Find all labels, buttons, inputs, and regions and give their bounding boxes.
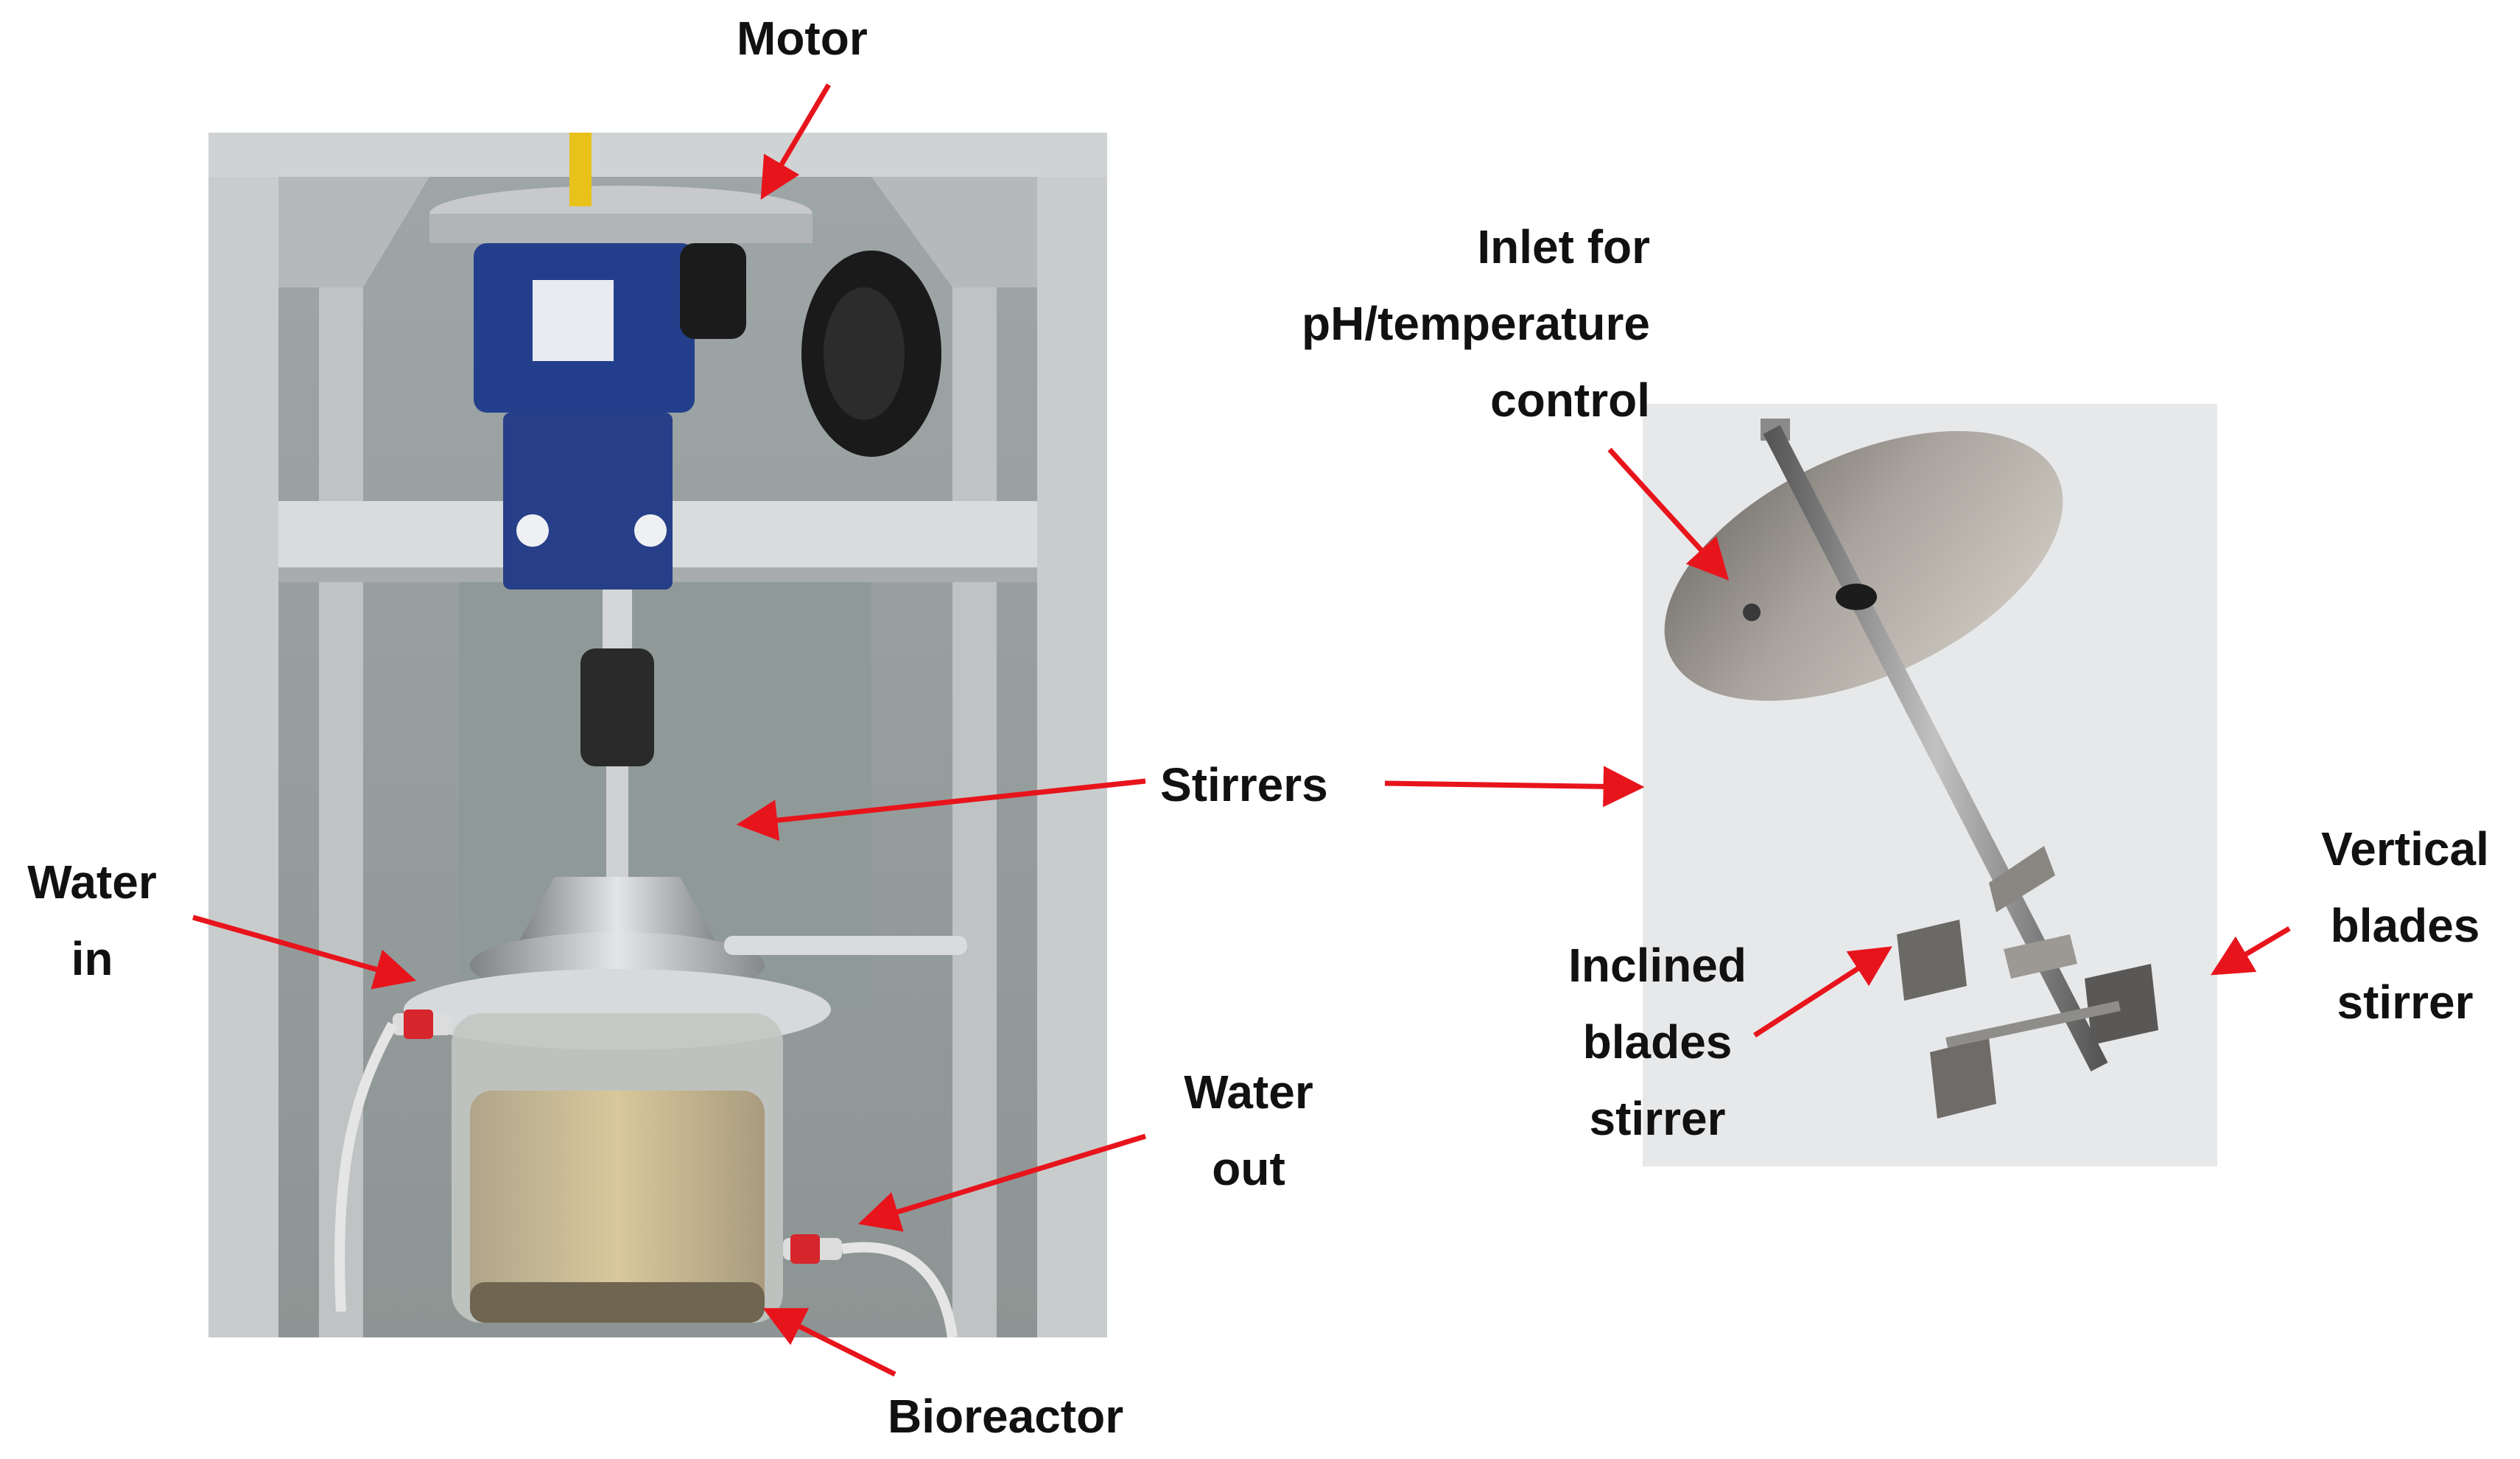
label-water-out-line-1: Water (1184, 1066, 1313, 1119)
label-bioreactor-text: Bioreactor (888, 1390, 1124, 1443)
label-vertical-line-3: stirrer (2337, 976, 2474, 1029)
arrow-stirrers-right (1384, 766, 1645, 808)
label-water-out-line-2: out (1212, 1142, 1285, 1195)
label-inclined-line-3: stirrer (1589, 1092, 1726, 1145)
label-inlet-line-3: control (1490, 374, 1650, 427)
arrow-bioreactor (762, 1308, 896, 1377)
label-inclined: Inclined blades stirrer (1503, 927, 1812, 1157)
label-water-in: Water in (0, 844, 184, 997)
arrow-motor (760, 83, 832, 200)
label-stirrers-text: Stirrers (1160, 758, 1328, 811)
label-stirrers: Stirrers (1160, 746, 1328, 823)
label-inlet-line-1: Inlet for (1477, 220, 1650, 273)
label-inclined-line-2: blades (1582, 1015, 1733, 1068)
label-motor: Motor (737, 0, 868, 77)
label-vertical: Vertical blades stirrer (2295, 811, 2516, 1040)
label-water-in-line-1: Water (27, 856, 157, 909)
label-vertical-line-1: Vertical (2321, 822, 2489, 875)
arrow-inlet (1607, 447, 1730, 581)
arrow-vertical (2210, 926, 2291, 976)
label-inlet: Inlet for pH/temperature control (1193, 209, 1650, 438)
label-bioreactor: Bioreactor (888, 1378, 1123, 1455)
arrow-inclined (1753, 946, 1892, 1038)
label-inclined-line-1: Inclined (1568, 939, 1747, 992)
label-inlet-line-2: pH/temperature (1302, 297, 1650, 350)
arrow-water-out (857, 1133, 1147, 1232)
label-motor-text: Motor (737, 12, 868, 65)
arrow-water-in (192, 914, 417, 990)
label-water-out: Water out (1149, 1054, 1348, 1207)
arrow-stirrers-left (736, 778, 1146, 842)
label-water-in-line-2: in (71, 932, 113, 985)
stirrer-photo (1643, 404, 2217, 1166)
label-vertical-line-2: blades (2330, 899, 2480, 952)
